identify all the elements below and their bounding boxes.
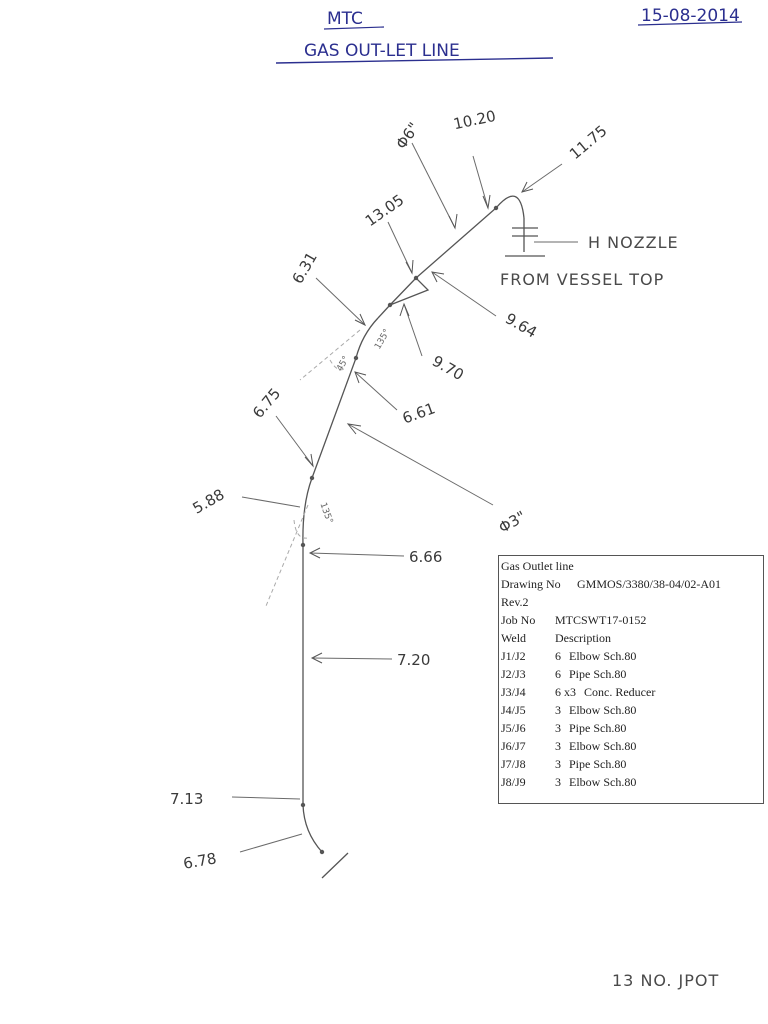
weld-description: Pipe Sch.80	[569, 667, 627, 681]
weld-size: 3	[555, 739, 561, 753]
weld-size: 3	[555, 757, 561, 771]
weld-description: Pipe Sch.80	[569, 721, 627, 735]
from-vessel-label: FROM VESSEL TOP	[500, 270, 664, 289]
dim-10-20: 10.20	[452, 107, 498, 134]
drawing-no-label: Drawing No	[501, 577, 561, 591]
weld-row: J8/J9 3 Elbow Sch.80	[501, 773, 761, 791]
weld-size: 3	[555, 775, 561, 789]
weld-header: Weld	[501, 631, 527, 645]
weld-info-box: Gas Outlet line Drawing No GMMOS/3380/38…	[498, 555, 764, 804]
dim-7-20: 7.20	[397, 651, 430, 669]
weld-size: 3	[555, 721, 561, 735]
dim-7-13: 7.13	[170, 790, 203, 808]
weld-header-row: Weld Description	[501, 629, 761, 647]
job-no-row: Job No MTCSWT17-0152	[501, 611, 761, 629]
drawing-no-row: Drawing No GMMOS/3380/38-04/02-A01	[501, 575, 761, 593]
angle-135: 135°	[373, 328, 393, 352]
weld-row: J7/J8 3 Pipe Sch.80	[501, 755, 761, 773]
company-underline	[323, 26, 385, 30]
job-no-value: MTCSWT17-0152	[555, 613, 647, 627]
nozzle-fitting	[495, 195, 578, 257]
pipe-route	[302, 207, 497, 879]
weld-size: 6 x3	[555, 685, 576, 699]
info-title-row: Gas Outlet line	[501, 557, 761, 575]
angle-135b: 135°	[317, 501, 334, 525]
weld-id: J7/J8	[501, 757, 526, 771]
company-name: MTC	[327, 9, 363, 29]
weld-row: J6/J7 3 Elbow Sch.80	[501, 737, 761, 755]
weld-description: Elbow Sch.80	[569, 775, 637, 789]
dim-9-70: 9.70	[429, 352, 467, 384]
dim-6-31: 6.31	[289, 249, 321, 287]
dim-6-78: 6.78	[182, 849, 218, 873]
weld-size: 3	[555, 703, 561, 717]
rev-row: Rev.2	[501, 593, 761, 611]
construction-lines	[265, 329, 361, 607]
drawing-date: 15-08-2014	[641, 6, 740, 26]
weld-row: J4/J5 3 Elbow Sch.80	[501, 701, 761, 719]
dim-13-05: 13.05	[362, 191, 408, 230]
weld-row: J1/J2 6 Elbow Sch.80	[501, 647, 761, 665]
weld-description: Pipe Sch.80	[569, 757, 627, 771]
weld-size: 6	[555, 667, 561, 681]
drawing-title: GAS OUT-LET LINE	[304, 41, 460, 61]
weld-id: J6/J7	[501, 739, 526, 753]
title-underline	[275, 57, 554, 64]
weld-description: Elbow Sch.80	[569, 739, 637, 753]
weld-id: J3/J4	[501, 685, 526, 699]
dim-6-75: 6.75	[249, 385, 284, 422]
page-note: 13 NO. JPOT	[612, 971, 719, 990]
dim-5-88: 5.88	[190, 485, 228, 517]
description-header: Description	[555, 631, 611, 645]
weld-id: J1/J2	[501, 649, 526, 663]
weld-row: J5/J6 3 Pipe Sch.80	[501, 719, 761, 737]
weld-id: J8/J9	[501, 775, 526, 789]
dim-dia-6: Φ6"	[392, 119, 423, 152]
weld-description: Conc. Reducer	[584, 685, 656, 699]
date-underline	[637, 21, 743, 26]
dim-9-64: 9.64	[502, 309, 540, 341]
weld-id: J5/J6	[501, 721, 526, 735]
weld-size: 6	[555, 649, 561, 663]
weld-description: Elbow Sch.80	[569, 649, 637, 663]
angle-45: 45°	[335, 355, 352, 374]
dim-6-66: 6.66	[409, 548, 442, 566]
dim-11-75: 11.75	[566, 122, 610, 163]
info-title: Gas Outlet line	[501, 559, 574, 573]
dim-dia-3: Φ3"	[496, 507, 529, 537]
dimension-leaders	[231, 142, 563, 853]
job-no-label: Job No	[501, 613, 536, 627]
drawing-no-value: GMMOS/3380/38-04/02-A01	[577, 577, 722, 591]
weld-row: J3/J4 6 x3 Conc. Reducer	[501, 683, 761, 701]
weld-id: J2/J3	[501, 667, 526, 681]
weld-id: J4/J5	[501, 703, 526, 717]
weld-points	[300, 205, 499, 855]
weld-description: Elbow Sch.80	[569, 703, 637, 717]
rev-value: Rev.2	[501, 595, 529, 609]
dim-6-61: 6.61	[400, 399, 438, 427]
nozzle-label: H NOZZLE	[588, 233, 679, 252]
weld-row: J2/J3 6 Pipe Sch.80	[501, 665, 761, 683]
